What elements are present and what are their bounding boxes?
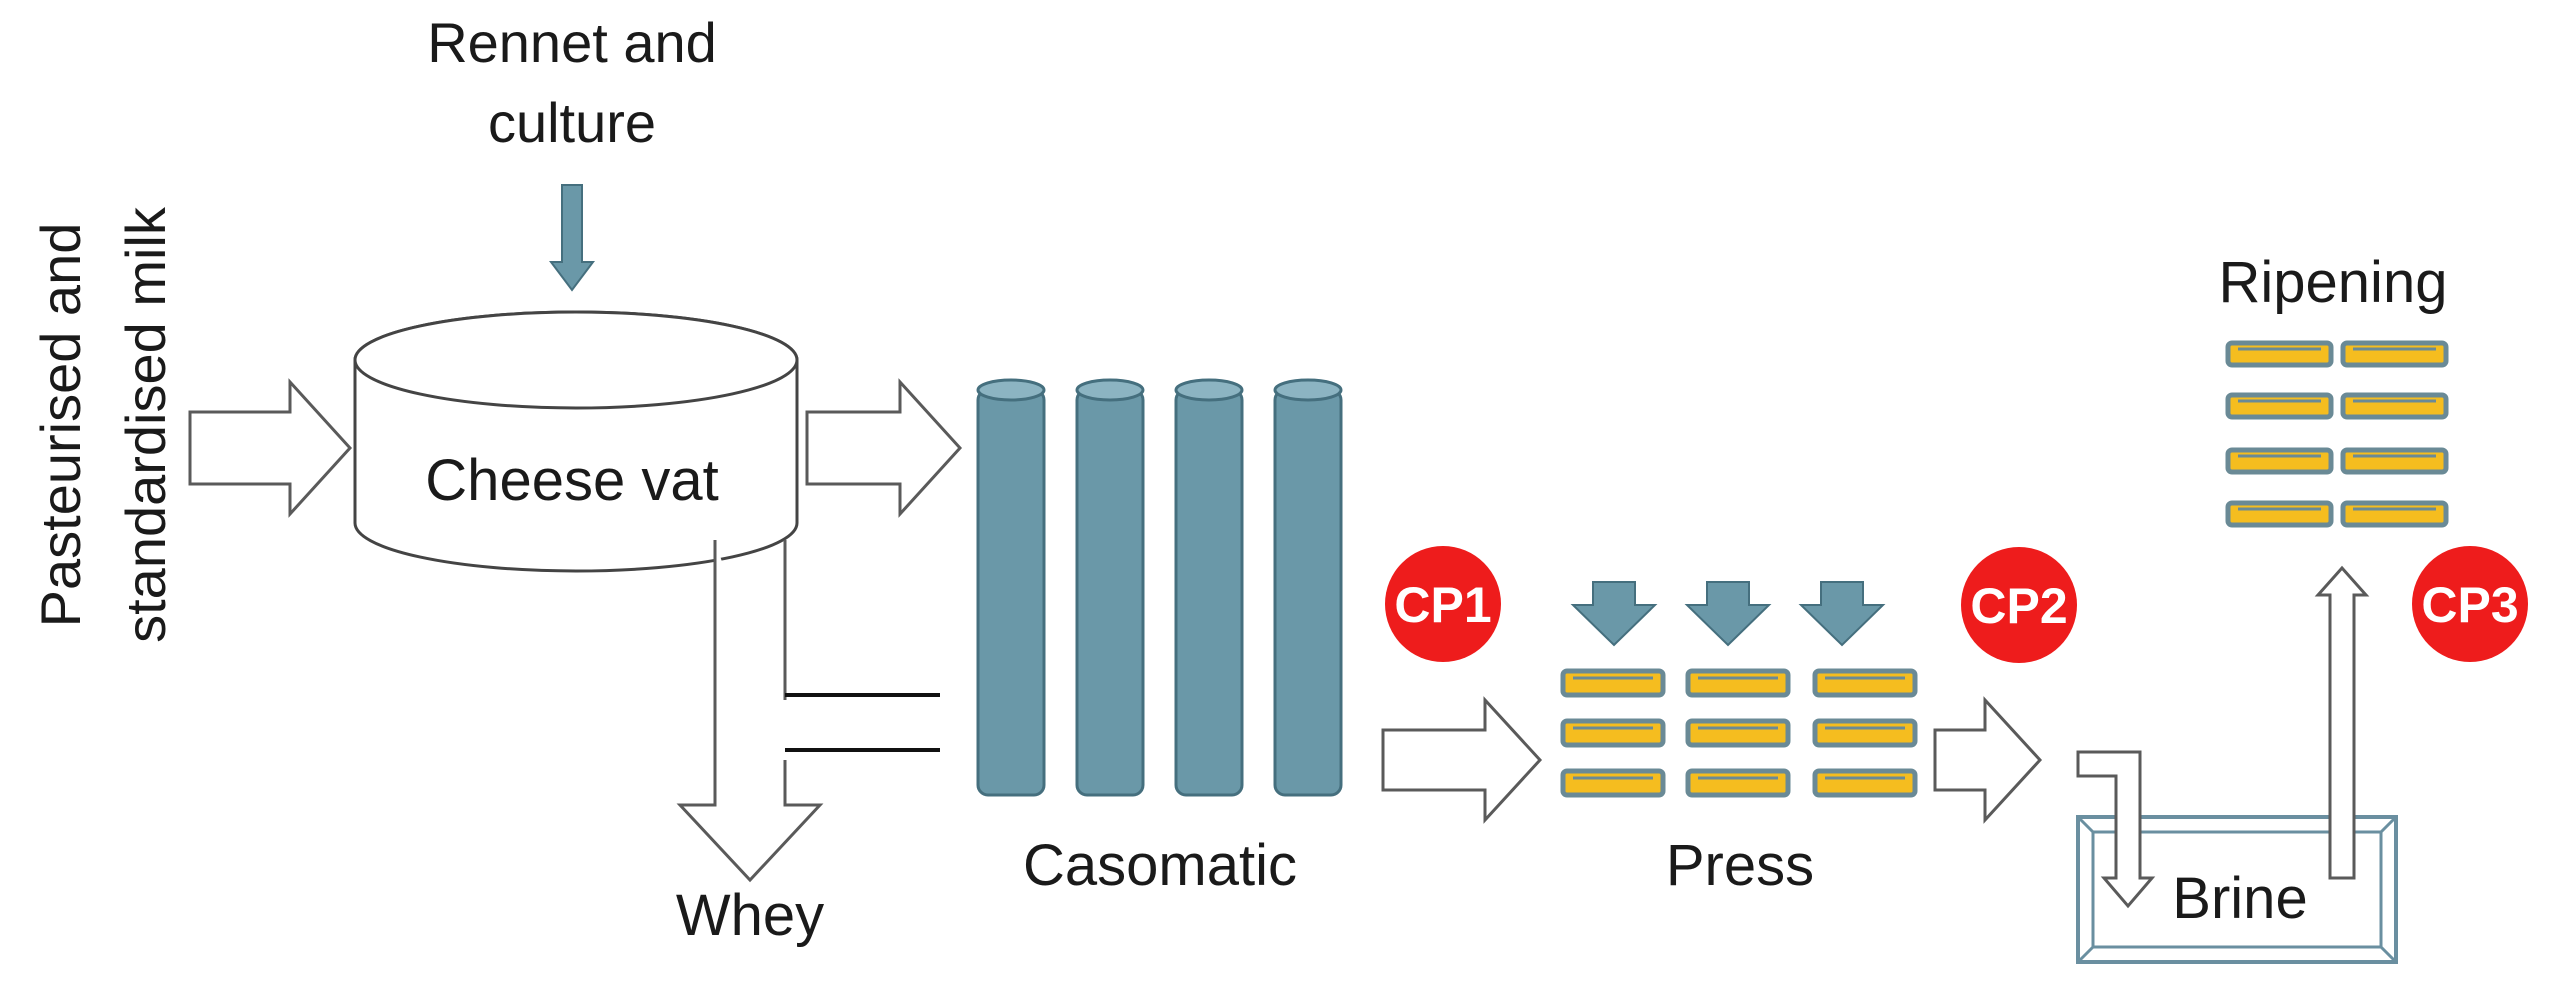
cp3-badge: CP3: [2412, 546, 2528, 662]
rennet-label-line1: Rennet and: [427, 11, 717, 74]
brine-label: Brine: [2172, 866, 2307, 931]
ripening-cheese: [2340, 500, 2449, 528]
press-cheese: [1685, 768, 1791, 798]
casomatic-columns: [976, 378, 1343, 797]
press-cheese: [1560, 768, 1666, 798]
ripening-cheese: [2225, 500, 2334, 528]
milk-label-line1: Pasteurised and: [29, 223, 92, 628]
ripening-label: Ripening: [2219, 250, 2448, 315]
milk-to-vat-arrow: [188, 378, 353, 518]
rennet-label-line2: culture: [488, 91, 656, 154]
press-cheese: [1685, 718, 1791, 748]
press-cheeses: [1560, 668, 1918, 798]
casomatic-to-press-arrow: [1381, 696, 1543, 824]
ripening-cheese: [2340, 392, 2449, 420]
cheese-vat-label: Cheese vat: [425, 448, 718, 513]
press-cheese: [1560, 668, 1666, 698]
cp2-label: CP2: [1970, 578, 2067, 634]
press-cheese: [1812, 768, 1918, 798]
press-down-arrow-3: [1798, 581, 1886, 647]
whey-down-arrow: [676, 540, 824, 883]
press-down-arrow-1: [1570, 581, 1658, 647]
press-label: Press: [1666, 833, 1814, 898]
brine-to-ripening-arrow: [2314, 565, 2370, 880]
casomatic-column-2: [1075, 378, 1145, 797]
press-down-arrow-2: [1684, 581, 1772, 647]
press-cheese: [1685, 668, 1791, 698]
press-cheese: [1560, 718, 1666, 748]
ripening-cheeses: [2225, 340, 2449, 528]
ripening-cheese: [2340, 340, 2449, 368]
ripening-cheese: [2225, 392, 2334, 420]
casomatic-label: Casomatic: [1023, 833, 1297, 898]
casomatic-column-3: [1174, 378, 1244, 797]
ripening-cheese: [2225, 340, 2334, 368]
press-to-brine-arrow: [1933, 696, 2043, 824]
cp1-label: CP1: [1394, 577, 1491, 633]
vat-to-casomatic-arrow: [805, 378, 963, 518]
whey-label: Whey: [676, 883, 824, 948]
into-brine-arrow: [2076, 750, 2156, 909]
rennet-down-arrow: [549, 184, 595, 292]
casomatic-column-4: [1273, 378, 1343, 797]
cp1-badge: CP1: [1385, 546, 1501, 662]
press-cheese: [1812, 668, 1918, 698]
cp3-label: CP3: [2421, 577, 2518, 633]
ripening-cheese: [2225, 447, 2334, 475]
cheese-vat: Cheese vat: [353, 310, 799, 573]
cp2-badge: CP2: [1961, 547, 2077, 663]
press-cheese: [1812, 718, 1918, 748]
milk-label-line2: standardised milk: [114, 206, 177, 643]
ripening-cheese: [2340, 447, 2449, 475]
casomatic-column-1: [976, 378, 1046, 797]
